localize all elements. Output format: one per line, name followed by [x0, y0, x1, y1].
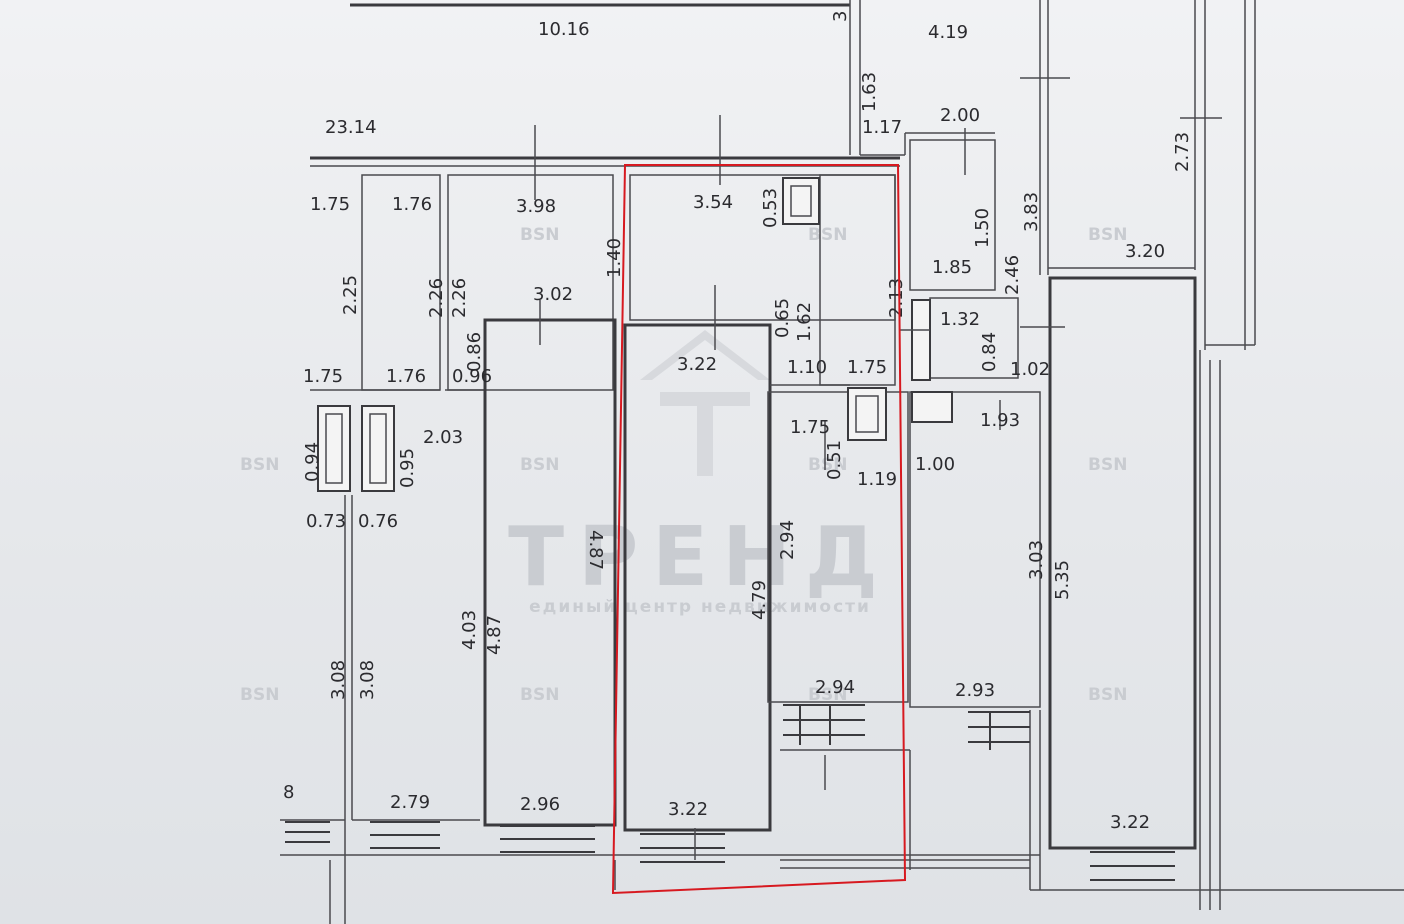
bsn-mark: BSN: [1088, 685, 1127, 705]
dimension-label: 1.62: [794, 302, 815, 342]
window: [285, 821, 330, 843]
bsn-mark: BSN: [1088, 455, 1127, 475]
bsn-mark: BSN: [808, 455, 847, 475]
dimension-label: 1.00: [915, 454, 955, 475]
dimension-label: 3.02: [533, 284, 573, 305]
dimension-label: 0.65: [772, 298, 793, 338]
dimension-label: 2.13: [886, 278, 907, 318]
watermark-brand-text: ТРЕНД: [508, 510, 892, 605]
dimension-label: 2.25: [340, 275, 361, 315]
dimension-label: 3.20: [1125, 241, 1165, 262]
dimension-label: 0.96: [452, 366, 492, 387]
selected-unit-outline[interactable]: [611, 164, 907, 895]
dimension-label: 4.87: [585, 530, 606, 570]
bsn-mark: BSN: [240, 685, 279, 705]
shafts: [317, 177, 953, 492]
dimension-label: 0.76: [358, 511, 398, 532]
dimension-label: 10.16: [538, 19, 590, 40]
window: [370, 821, 440, 849]
dimension-label: 2.00: [940, 105, 980, 126]
dimension-ticks: [534, 77, 1222, 890]
window: [500, 825, 595, 853]
dimension-label: 2.03: [423, 427, 463, 448]
dimension-label: 3.54: [693, 192, 733, 213]
dimension-label: 4.03: [459, 610, 480, 650]
dimension-label: 4.19: [928, 22, 968, 43]
dimension-label: 3.22: [677, 354, 717, 375]
walls: [280, 0, 1404, 924]
window: [1090, 851, 1175, 881]
bsn-mark: BSN: [1088, 225, 1127, 245]
dimension-label: 3.08: [357, 660, 378, 700]
watermark-house-logo: [640, 330, 770, 476]
dimension-labels: 10.16 4.19 23.14 1.17 2.00 3.20 1.75 1.7…: [283, 11, 1193, 833]
dimension-label: 3.08: [328, 660, 349, 700]
dimension-label: 1.17: [862, 117, 902, 138]
dimension-label: 3.98: [516, 196, 556, 217]
dimension-label: 1.63: [859, 72, 880, 112]
dimension-label: 2.94: [777, 520, 798, 560]
dimension-label: 0.95: [397, 448, 418, 488]
dimension-label: 2.26: [449, 278, 470, 318]
dimension-label: 1.76: [386, 366, 426, 387]
dimension-label: 3.83: [1021, 192, 1042, 232]
dimension-label: 2.26: [426, 278, 447, 318]
dimension-label: 1.76: [392, 194, 432, 215]
dimension-label: 1.19: [857, 469, 897, 490]
dimension-label: 0.53: [760, 188, 781, 228]
dimension-label: 1.75: [310, 194, 350, 215]
dimension-label: 2.96: [520, 794, 560, 815]
dimension-label: 1.75: [790, 417, 830, 438]
dimension-label: 3: [830, 11, 851, 22]
dimension-label: 3.22: [1110, 812, 1150, 833]
dimension-label: 4.79: [749, 580, 770, 620]
bsn-mark: BSN: [808, 225, 847, 245]
dimension-label: 2.94: [815, 677, 855, 698]
bsn-mark: BSN: [808, 685, 847, 705]
dimension-label: 1.32: [940, 309, 980, 330]
dimension-label: 1.93: [980, 410, 1020, 431]
dimension-label: 3.22: [668, 799, 708, 820]
dimension-label: 4.87: [484, 615, 505, 655]
dimension-label: 0.51: [824, 440, 845, 480]
watermark-bsn-marks: BSN BSN BSN BSN BSN BSN BSN BSN BSN BSN …: [240, 225, 1127, 705]
bsn-mark: BSN: [240, 455, 279, 475]
dimension-label: 2.79: [390, 792, 430, 813]
dimension-label: 2.93: [955, 680, 995, 701]
dimension-label: 5.35: [1052, 560, 1073, 600]
watermark: ТРЕНД единый центр недвижимости BSN BSN …: [240, 225, 1127, 705]
dimension-label: 1.02: [1010, 359, 1050, 380]
dimension-label: 2.73: [1172, 132, 1193, 172]
windows: [285, 704, 1175, 881]
bsn-mark: BSN: [520, 455, 559, 475]
window: [783, 704, 865, 745]
dimension-label: 1.85: [932, 257, 972, 278]
watermark-tagline: единый центр недвижимости: [529, 597, 871, 617]
dimension-label: 1.40: [604, 238, 625, 278]
window: [640, 833, 725, 863]
dimension-label: 0.94: [302, 442, 323, 482]
dimension-label: 1.50: [972, 208, 993, 248]
bsn-mark: BSN: [520, 685, 559, 705]
dimension-label: 2.46: [1002, 255, 1023, 295]
window: [968, 711, 1030, 750]
dimension-label: 0.86: [464, 332, 485, 372]
dimension-label: 8: [283, 782, 294, 803]
dimension-label: 1.75: [847, 357, 887, 378]
dimension-label: 1.10: [787, 357, 827, 378]
dimension-label: 0.73: [306, 511, 346, 532]
dimension-label: 1.75: [303, 366, 343, 387]
dimension-label: 3.03: [1026, 540, 1047, 580]
dimension-label: 23.14: [325, 117, 377, 138]
dimension-label: 0.84: [979, 332, 1000, 372]
bsn-mark: BSN: [520, 225, 559, 245]
